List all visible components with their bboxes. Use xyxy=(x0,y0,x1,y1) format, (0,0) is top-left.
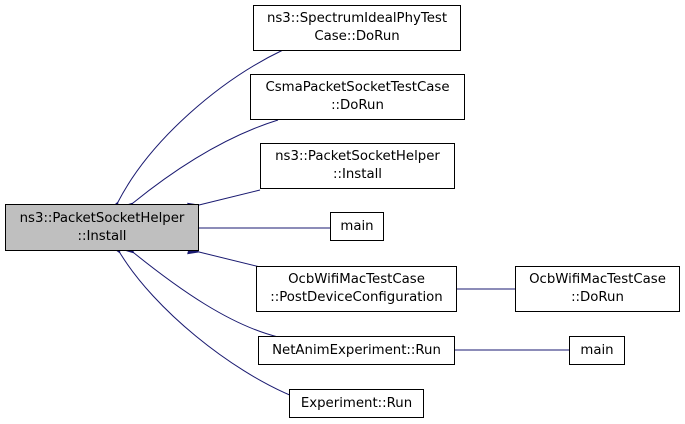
node-label-line1: ns3::SpectrumIdealPhyTest xyxy=(266,11,448,26)
node-main[interactable]: main xyxy=(330,212,384,241)
edge-ocbpdc-to-install xyxy=(187,244,261,268)
node-csma-packet-socket-test[interactable]: CsmaPacketSocketTestCase ::DoRun xyxy=(250,74,465,120)
node-label-line2: ::Install xyxy=(333,167,382,182)
node-label-line1: ns3::PacketSocketHelper xyxy=(19,210,185,226)
node-ocb-do-run[interactable]: OcbWifiMacTestCase ::DoRun xyxy=(515,266,680,312)
node-label-line1: Experiment::Run xyxy=(300,395,413,411)
node-label-line1: main xyxy=(340,218,374,234)
node-packet-socket-helper-install: ns3::PacketSocketHelper ::Install xyxy=(5,204,199,251)
node-spectrum-ideal-phy-test[interactable]: ns3::SpectrumIdealPhyTest Case::DoRun xyxy=(253,5,461,51)
node-label-line2: ::Install xyxy=(77,228,127,244)
node-label-line2: ::DoRun xyxy=(331,98,384,113)
edge-pshelper-to-install xyxy=(187,189,261,213)
node-label-line1: main xyxy=(580,342,614,358)
edge-netanim-to-install xyxy=(122,242,279,338)
node-ocb-post-device-configuration[interactable]: OcbWifiMacTestCase ::PostDeviceConfigura… xyxy=(256,266,457,312)
node-label-line1: CsmaPacketSocketTestCase xyxy=(265,80,450,95)
node-label-line1: ns3::PacketSocketHelper xyxy=(275,149,440,164)
edge-experiment-to-install xyxy=(109,241,293,397)
edge-csma-to-install xyxy=(121,119,279,214)
node-label-line1: OcbWifiMacTestCase xyxy=(529,272,666,287)
node-netanim-experiment-run[interactable]: NetAnimExperiment::Run xyxy=(258,336,455,365)
node-label-line2: ::PostDeviceConfiguration xyxy=(270,290,443,305)
node-label-line1: NetAnimExperiment::Run xyxy=(272,342,441,358)
node-label-line1: OcbWifiMacTestCase xyxy=(288,272,425,287)
node-main-2[interactable]: main xyxy=(569,336,625,365)
node-packet-socket-helper-install-2[interactable]: ns3::PacketSocketHelper ::Install xyxy=(260,143,455,189)
edge-spectrum-to-install xyxy=(108,49,284,215)
node-label-line2: Case::DoRun xyxy=(314,29,400,44)
node-label-line2: ::DoRun xyxy=(571,290,624,305)
node-experiment-run[interactable]: Experiment::Run xyxy=(289,389,424,418)
